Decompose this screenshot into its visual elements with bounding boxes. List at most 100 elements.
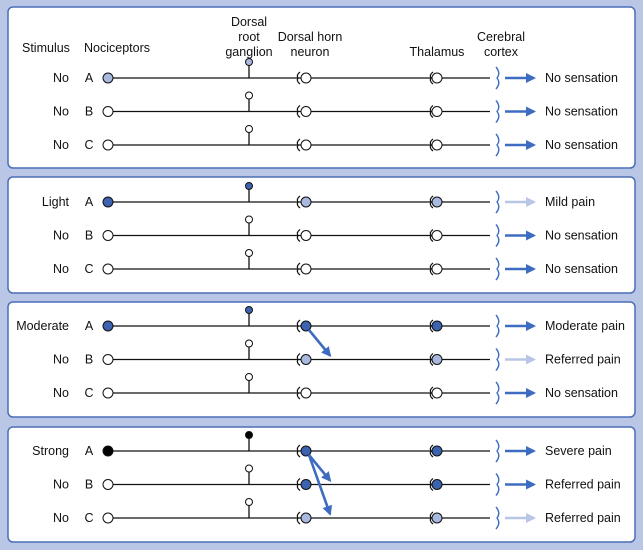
ganglion-soma bbox=[245, 339, 253, 348]
thalamus-node bbox=[431, 479, 443, 490]
thalamus-node bbox=[431, 139, 443, 151]
nociceptor-node bbox=[102, 139, 114, 151]
dorsal-horn-node bbox=[300, 263, 312, 275]
nociceptor-node bbox=[102, 263, 114, 275]
outcome-label: No sensation bbox=[545, 105, 618, 119]
dorsal-horn-synapse bbox=[296, 353, 301, 366]
thalamus-synapse bbox=[429, 353, 434, 366]
nociceptor-node bbox=[102, 479, 114, 490]
outcome-label: No sensation bbox=[545, 71, 618, 85]
dorsal-horn-synapse bbox=[296, 386, 301, 400]
stimulus-label: No bbox=[53, 138, 69, 152]
panel-box bbox=[7, 6, 636, 169]
dorsal-horn-synapse bbox=[296, 229, 301, 242]
stimulus-label: No bbox=[53, 229, 69, 243]
dorsal-horn-node bbox=[300, 387, 312, 399]
dorsal-horn-synapse bbox=[296, 195, 301, 209]
thalamus-synapse bbox=[429, 229, 434, 242]
ganglion-soma bbox=[245, 215, 253, 224]
dorsal-horn-synapse bbox=[296, 71, 301, 85]
outcome-label: Moderate pain bbox=[545, 319, 625, 333]
ganglion-soma bbox=[245, 498, 253, 506]
thalamus-synapse bbox=[429, 195, 434, 209]
nociceptor-node bbox=[102, 354, 114, 365]
ganglion-soma bbox=[245, 306, 253, 314]
cortex-synapse bbox=[495, 224, 500, 247]
stimulus-label: No bbox=[53, 478, 69, 492]
cortex-synapse bbox=[495, 473, 500, 496]
header-cortex-line2: cortex bbox=[484, 45, 519, 59]
ganglion-soma bbox=[245, 249, 253, 257]
collateral-arrow bbox=[307, 454, 332, 483]
stimulus-label: Moderate bbox=[16, 319, 69, 333]
panel-3-row-a: Moderate A Moderate pain bbox=[16, 306, 625, 338]
stimulus-label: No bbox=[53, 105, 69, 119]
dorsal-horn-node bbox=[300, 196, 312, 208]
fiber-label: B bbox=[85, 229, 93, 243]
cortex-synapse bbox=[495, 66, 500, 90]
header-stimulus: Stimulus bbox=[22, 41, 70, 55]
outcome-label: Referred pain bbox=[545, 478, 621, 492]
fiber-label: C bbox=[84, 262, 93, 276]
thalamus-synapse bbox=[429, 386, 434, 400]
header-drg-line2: root bbox=[238, 30, 260, 44]
collateral-arrow bbox=[307, 454, 333, 516]
dorsal-horn-synapse bbox=[296, 262, 301, 276]
outcome-label: Referred pain bbox=[545, 353, 621, 367]
dorsal-horn-node bbox=[300, 445, 312, 457]
fiber-label: A bbox=[85, 444, 94, 458]
dorsal-horn-synapse bbox=[296, 511, 301, 525]
header-dorsal-horn-line1: Dorsal horn bbox=[278, 30, 343, 44]
stimulus-label: No bbox=[53, 353, 69, 367]
dorsal-horn-node bbox=[300, 354, 312, 365]
fiber-label: B bbox=[85, 105, 93, 119]
dorsal-horn-synapse bbox=[296, 105, 301, 118]
dorsal-horn-synapse bbox=[296, 319, 301, 333]
nociceptor-node bbox=[102, 106, 114, 117]
fiber-label: C bbox=[84, 511, 93, 525]
outcome-label: Severe pain bbox=[545, 444, 612, 458]
column-headers: Stimulus Nociceptors Dorsal root ganglio… bbox=[22, 15, 525, 59]
ganglion-soma bbox=[245, 182, 253, 190]
collateral-arrow bbox=[307, 329, 332, 358]
fiber-label: A bbox=[85, 195, 94, 209]
outcome-label: No sensation bbox=[545, 386, 618, 400]
panel-4-row-b: No B Referred pain bbox=[53, 464, 621, 496]
nociceptor-node bbox=[102, 230, 114, 241]
dorsal-horn-synapse bbox=[296, 444, 301, 458]
thalamus-synapse bbox=[429, 511, 434, 525]
ganglion-soma bbox=[245, 125, 253, 133]
thalamus-node bbox=[431, 387, 443, 399]
dorsal-horn-node bbox=[300, 320, 312, 332]
dorsal-horn-node bbox=[300, 512, 312, 524]
fiber-label: A bbox=[85, 319, 94, 333]
thalamus-node bbox=[431, 512, 443, 524]
thalamus-node bbox=[431, 106, 443, 117]
outcome-label: Mild pain bbox=[545, 195, 595, 209]
thalamus-node bbox=[431, 263, 443, 275]
fiber-label: B bbox=[85, 478, 93, 492]
thalamus-synapse bbox=[429, 105, 434, 118]
cortex-synapse bbox=[495, 506, 500, 530]
nociceptor-node bbox=[102, 196, 114, 208]
header-nociceptors: Nociceptors bbox=[84, 41, 150, 55]
dorsal-horn-node bbox=[300, 72, 312, 84]
dorsal-horn-synapse bbox=[296, 138, 301, 152]
thalamus-node bbox=[431, 230, 443, 241]
nociceptor-node bbox=[102, 72, 114, 84]
dorsal-horn-node bbox=[300, 139, 312, 151]
thalamus-synapse bbox=[429, 444, 434, 458]
header-thalamus: Thalamus bbox=[410, 45, 465, 59]
cortex-synapse bbox=[495, 439, 500, 463]
outcome-label: No sensation bbox=[545, 262, 618, 276]
